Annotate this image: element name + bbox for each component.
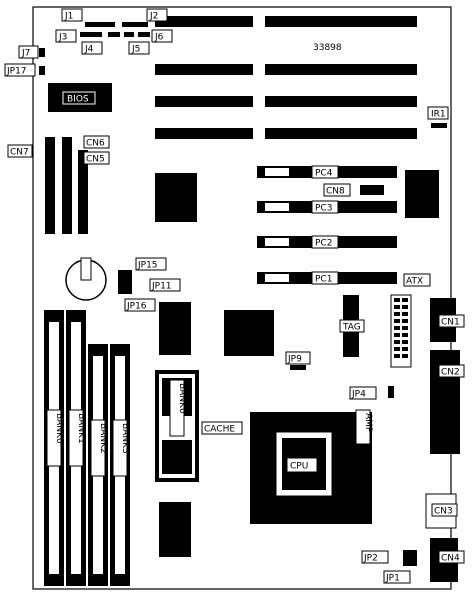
- svg-text:PC1: PC1: [315, 275, 332, 285]
- svg-text:PC4: PC4: [315, 169, 333, 179]
- board-id: 33898: [313, 43, 342, 53]
- j2-label: [146, 8, 168, 22]
- svg-text:CN5: CN5: [86, 155, 105, 165]
- j6-label: [151, 29, 173, 43]
- cn5-label: [83, 151, 110, 165]
- svg-text:JP17: JP17: [6, 67, 27, 77]
- svg-text:JP11: JP11: [151, 282, 172, 292]
- svg-text:CPU: CPU: [290, 462, 308, 472]
- svg-text:JP16: JP16: [126, 302, 147, 312]
- pci-slots: PC4 PC3 PC2 PC1: [257, 165, 397, 285]
- isa-slots: [155, 16, 417, 139]
- cn3-label: [431, 503, 458, 517]
- svg-text:CN2: CN2: [441, 368, 460, 378]
- bank3-label: BANK3: [112, 419, 130, 477]
- jp4-label: [349, 386, 377, 400]
- amp-label: AMP: [355, 409, 373, 445]
- svg-text:PC3: PC3: [315, 204, 332, 214]
- cn8-header: [360, 185, 384, 195]
- svg-text:J3: J3: [58, 33, 67, 43]
- svg-text:CACHE: CACHE: [204, 425, 235, 435]
- svg-text:CN4: CN4: [441, 554, 460, 564]
- svg-text:CN8: CN8: [326, 187, 345, 197]
- svg-text:CN1: CN1: [441, 318, 460, 328]
- cpu-label: [286, 457, 318, 473]
- svg-text:CN7: CN7: [10, 148, 29, 158]
- svg-text:BANK0: BANK0: [177, 383, 187, 414]
- svg-text:J7: J7: [21, 49, 30, 59]
- pc3-label: [311, 200, 339, 214]
- j4-label: [81, 41, 103, 55]
- jp16-label: [124, 298, 156, 312]
- svg-text:JP15: JP15: [137, 261, 158, 271]
- cn1-label: [438, 314, 465, 328]
- jp11-label: [149, 278, 181, 292]
- svg-text:JP4: JP4: [351, 390, 366, 400]
- cn2-label: [438, 364, 465, 378]
- j1-label: [61, 8, 83, 22]
- cn5-header: [78, 150, 88, 234]
- svg-text:J2: J2: [149, 12, 158, 22]
- svg-text:CN3: CN3: [434, 507, 453, 517]
- tag-label: [339, 319, 365, 333]
- svg-text:BANK2: BANK2: [98, 423, 108, 454]
- bank0-label: BANK0: [46, 409, 64, 467]
- jp2-label: [361, 550, 389, 564]
- bank2-label: BANK2: [90, 419, 108, 477]
- svg-text:JP1: JP1: [385, 574, 400, 584]
- svg-text:BANK3: BANK3: [120, 423, 130, 454]
- bank1-label: BANK1: [68, 409, 86, 467]
- svg-text:J4: J4: [84, 45, 94, 55]
- cn7-label: [7, 144, 33, 158]
- top-jumpers: J1 J2 J3 J4 J5 J6: [55, 8, 173, 55]
- svg-text:J6: J6: [154, 33, 164, 43]
- svg-text:ATX: ATX: [406, 277, 423, 287]
- cn6-header: [62, 137, 72, 234]
- dimm-banks: BANK0 BANK1 BANK2 BANK3: [44, 310, 130, 586]
- pc1-label: [311, 271, 339, 285]
- cn7-header: [45, 137, 55, 234]
- svg-text:J5: J5: [131, 45, 140, 55]
- chipset-chips: [155, 170, 439, 557]
- j7-label: [18, 45, 39, 59]
- jp15-label: [135, 257, 167, 271]
- svg-text:BANK1: BANK1: [76, 413, 86, 444]
- svg-text:CN6: CN6: [86, 139, 105, 149]
- svg-text:PC2: PC2: [315, 239, 332, 249]
- svg-text:J1: J1: [64, 12, 73, 22]
- jp17-label: [4, 63, 36, 77]
- pc2-label: [311, 235, 339, 249]
- cn8-label: [323, 183, 351, 197]
- svg-text:JP9: JP9: [287, 355, 302, 365]
- svg-text:BANK0: BANK0: [54, 413, 64, 444]
- svg-text:IR1: IR1: [431, 110, 446, 120]
- cache-label: [201, 421, 243, 435]
- atx-label: [403, 273, 431, 287]
- svg-text:TAG: TAG: [342, 323, 361, 333]
- cache-bank0-label: BANK0: [169, 379, 187, 437]
- cn4-label: [438, 550, 465, 564]
- ir1-label: [427, 106, 449, 120]
- svg-text:JP2: JP2: [363, 554, 378, 564]
- bios-label: BIOS: [67, 95, 89, 105]
- j3-label: [55, 29, 77, 43]
- j5-label: [128, 41, 150, 55]
- pc4-label: [311, 165, 339, 179]
- jp9-label: [285, 351, 311, 365]
- svg-text:AMP: AMP: [363, 413, 373, 433]
- jp1-label: [383, 570, 411, 584]
- cn6-label: [83, 135, 110, 149]
